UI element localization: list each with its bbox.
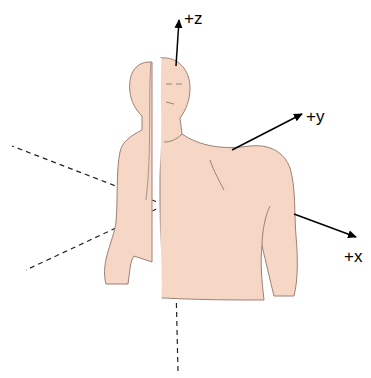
torso-front-half [160,58,297,300]
back-head-outline [146,62,151,200]
face-features [164,84,224,190]
torso-back-half [105,62,152,284]
axis-label: +z [184,10,202,27]
axes [176,20,356,237]
axis-label: +x [344,248,362,265]
midline-split [157,58,160,300]
hidden-axes [12,146,178,372]
axis-label: +y [306,108,324,125]
